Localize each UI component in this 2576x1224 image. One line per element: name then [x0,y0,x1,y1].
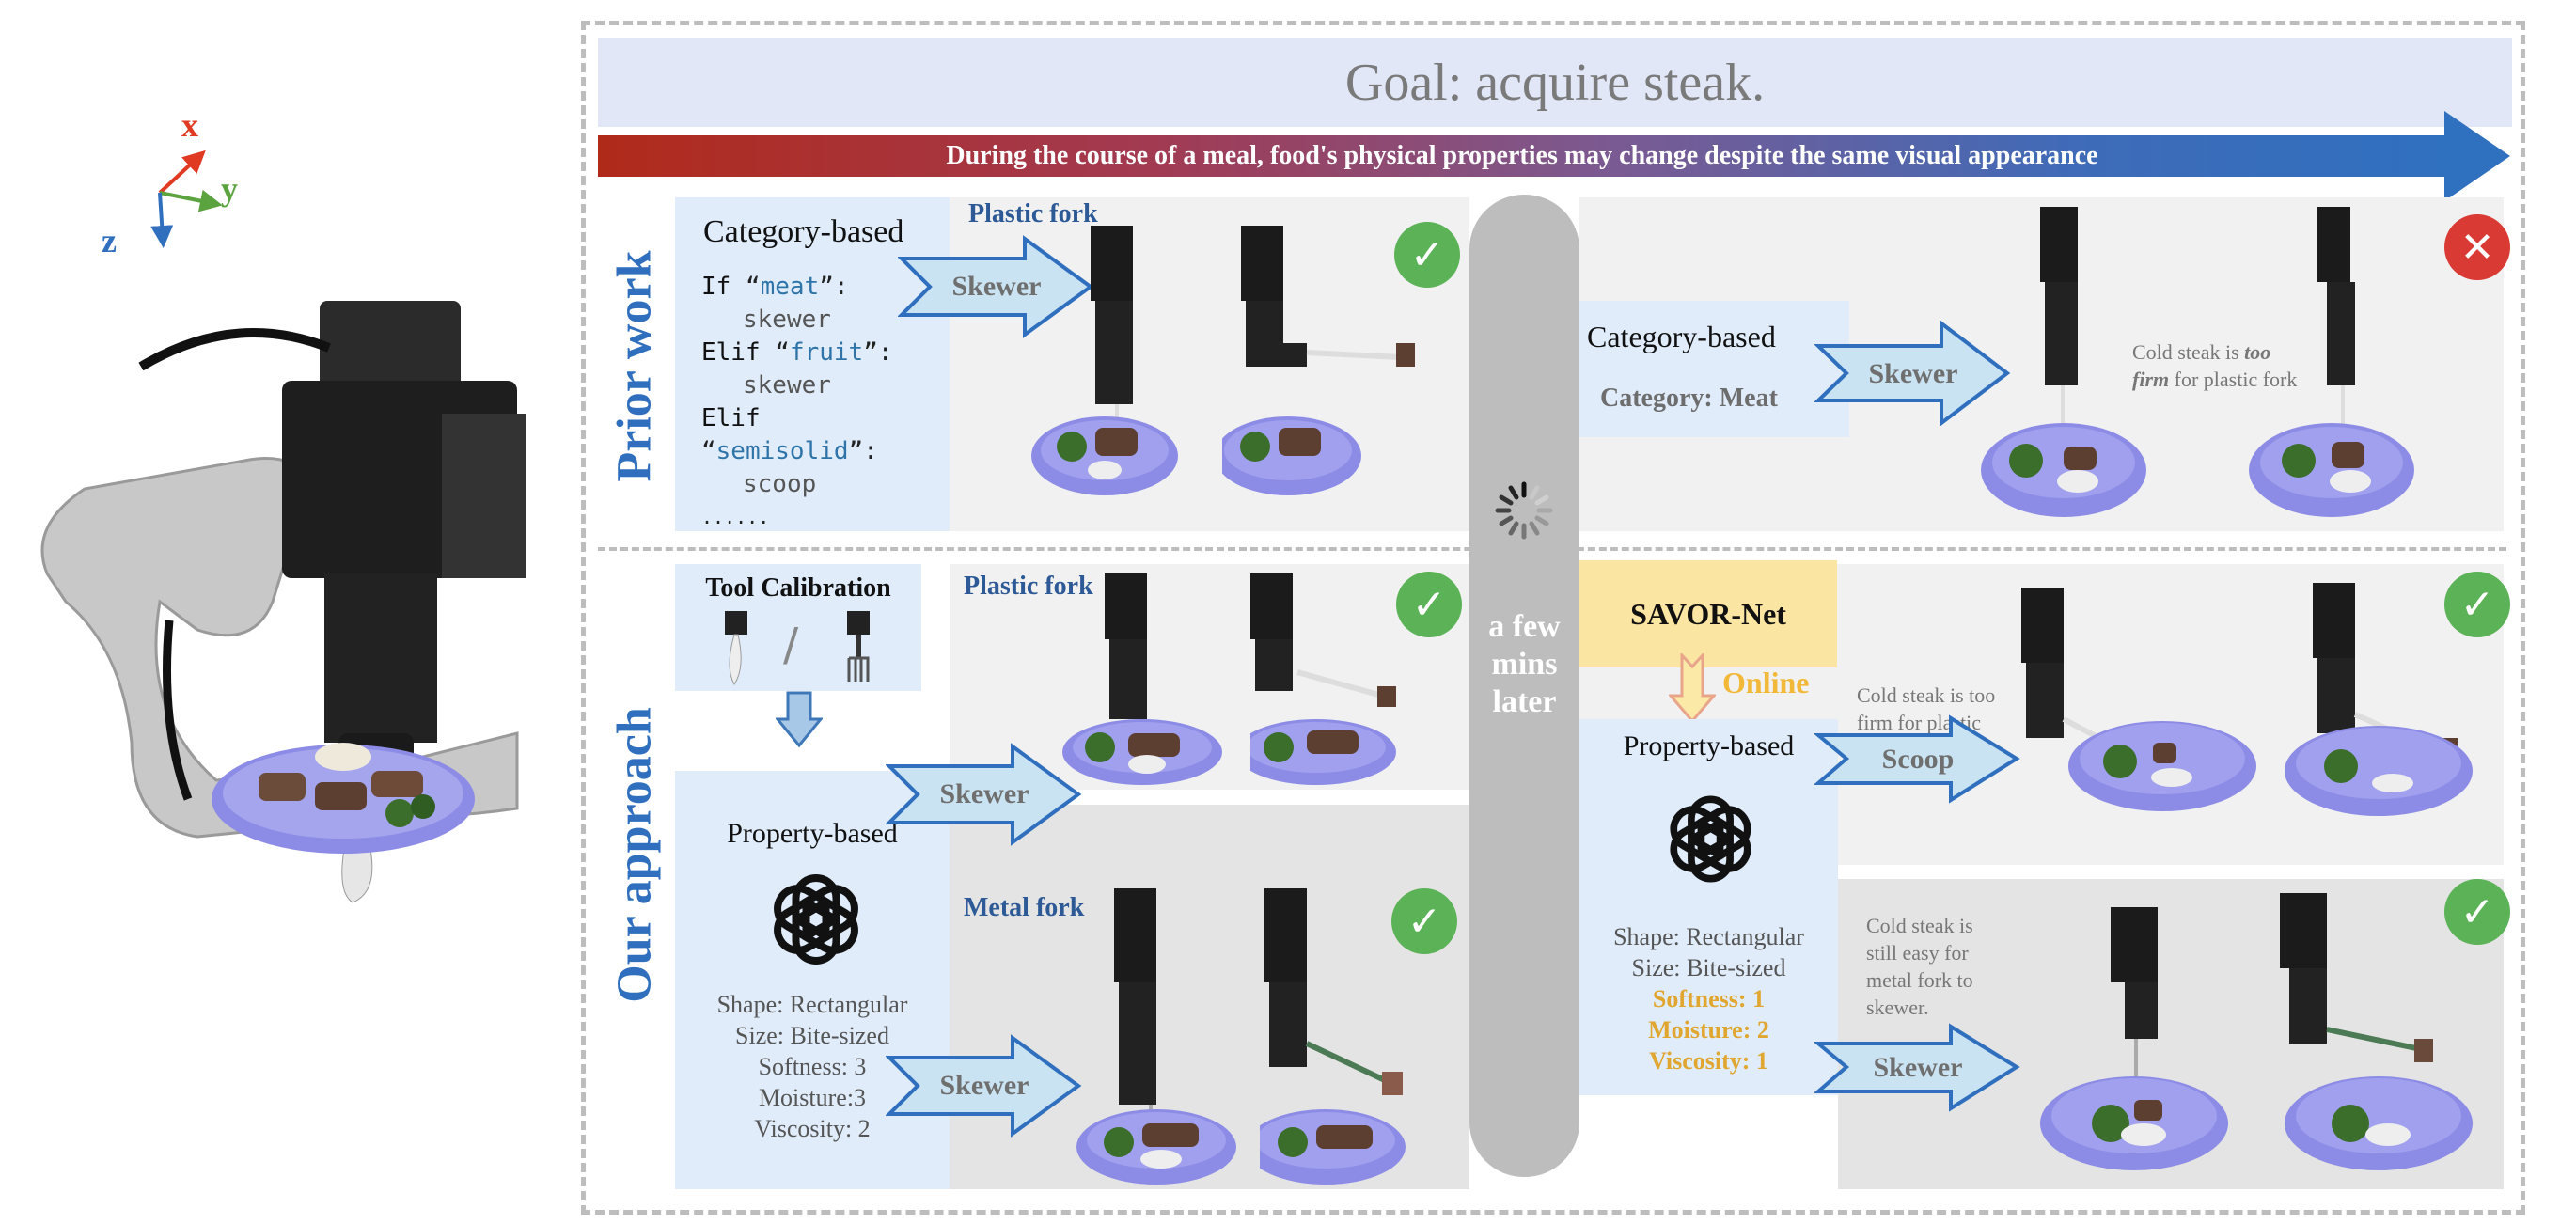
prior-fail-note: Cold steak is too firm for plastic fork [2132,340,2298,391]
robot-arm-image [40,301,526,903]
savor-net-label: SAVOR-Net [1630,596,1786,631]
online-down-arrow [1669,653,1716,724]
prop-softness-updated: Softness: 1 [1652,985,1766,1012]
prior-skewer-photo-2 [1222,226,1415,495]
plate-with-food-image [212,743,475,854]
ours-scoop-photo-1 [2021,588,2256,811]
ours-metal-arrow-label: Skewer [939,1070,1029,1101]
prior-arrow-label: Skewer [951,271,1042,302]
plastic-spoon-fork-icon [725,611,747,685]
rule-3: Elif “semisolid”:scoop [701,404,878,498]
ours-right-skewer-photo-2 [2280,893,2473,1170]
online-label: Online [1722,666,1810,699]
prior-fail-photo-1 [1981,207,2146,517]
axis-label-z: z [102,222,117,259]
code-ellipsis: ...... [701,506,770,528]
ours-scoop-photo-2 [2285,583,2473,816]
prior-right-arrow-label: Skewer [1868,357,1958,389]
axis-label-y: y [221,170,238,208]
ours-right-skewer-photo-1 [2040,907,2228,1170]
coordinate-axes [150,149,223,248]
ours-plastic-photo-1 [1062,573,1222,785]
x-axis-arrow [158,149,206,195]
prior-skewer-photo-1 [1031,226,1178,495]
prop-moisture: Moisture:3 [758,1084,867,1111]
timeline-arrowhead [2444,111,2510,201]
success-check-icon: ✓ [2444,572,2510,637]
calibration-separator: / [783,619,799,671]
category-value: Category: Meat [1600,384,1778,413]
prior-category-box: Category-based If “meat”:skewer Elif “fr… [675,197,950,531]
prop-size: Size: Bite-sized [735,1022,889,1049]
tool-calibration-title: Tool Calibration [705,573,891,603]
time-transition-pill: a few mins later [1469,195,1579,1177]
prop-viscosity: Viscosity: 2 [754,1115,871,1142]
prop-size: Size: Bite-sized [1631,954,1786,981]
axis-label-x: x [181,106,198,144]
openai-logo-icon [774,873,858,965]
prior-right-skewer-arrow: Skewer [1814,320,2012,428]
ours-right-properties: Shape: Rectangular Size: Bite-sized Soft… [1579,921,1838,1076]
z-axis-arrow [150,192,174,248]
loading-spinner-icon [1495,481,1553,540]
success-check-icon: ✓ [1396,572,1462,637]
tool-calibration-box: Tool Calibration / [675,564,921,691]
ours-metal-skewer-arrow: Skewer [886,1034,1083,1138]
prop-shape: Shape: Rectangular [716,991,908,1018]
ours-right-property-box: Property-based Shape: Rectangular Size: … [1579,719,1838,1095]
category-rules-code: If “meat”:skewer Elif “fruit”:skewer Eli… [701,271,950,534]
savor-net-box: SAVOR-Net [1579,560,1837,667]
ours-plastic-arrow-label: Skewer [939,778,1029,809]
prior-fail-photo-2 [2249,207,2414,517]
ours-scoop-arrow: Scoop [1814,714,2021,804]
ours-metal-photo-2 [1260,888,1406,1185]
skewer-reason-note: Cold steak is still easy for metal fork … [1866,914,1973,1019]
goal-banner: Goal: acquire steak. [598,38,2512,127]
openai-logo-icon [1670,795,1751,883]
prior-category-title: Category-based [703,214,904,249]
scoop-arrow-label: Scoop [1881,743,1955,775]
calibration-down-arrow [776,691,823,747]
prior-skewer-arrow: Skewer [898,235,1095,338]
failure-x-icon: ✕ [2444,214,2510,280]
ours-left-properties: Shape: Rectangular Size: Bite-sized Soft… [675,989,950,1144]
ours-plastic-fork-label: Plastic fork [964,572,1093,601]
section-label-prior: Prior work [607,250,662,482]
rule-2: Elif “fruit”:skewer [701,338,893,400]
ours-right-skewer-arrow: Skewer [1814,1023,2021,1112]
ours-metal-fork-label: Metal fork [964,893,1085,922]
prop-shape: Shape: Rectangular [1613,923,1804,950]
ours-plastic-skewer-arrow: Skewer [886,743,1083,846]
y-axis-arrow [159,189,223,212]
ours-property-box: Property-based Shape: Rectangular Size: … [675,771,950,1189]
transition-label: a few mins later [1488,609,1561,719]
prior-right-title: Category-based [1587,320,1776,353]
prior-right-category-box: Category-based Category: Meat [1579,301,1849,437]
ours-plastic-photo-2 [1250,573,1396,785]
ours-right-property-title: Property-based [1623,730,1795,761]
success-check-icon: ✓ [1391,888,1457,954]
success-check-icon: ✓ [2444,879,2510,945]
prior-fork-label: Plastic fork [968,199,1098,228]
ours-property-title: Property-based [727,818,898,849]
timeline-arrow: During the course of a meal, food's phys… [598,135,2446,177]
section-label-ours: Our approach [607,707,662,1003]
prop-moisture-updated: Moisture: 2 [1648,1016,1769,1044]
prop-softness: Softness: 3 [758,1053,867,1080]
figure-frame [581,21,2525,1215]
ours-metal-photo-1 [1076,888,1236,1185]
right-skewer-arrow-label: Skewer [1873,1051,1963,1083]
metal-fork-icon [847,611,870,682]
success-check-icon: ✓ [1394,222,1460,288]
prop-viscosity-updated: Viscosity: 1 [1649,1047,1768,1075]
rule-1: If “meat”:skewer [701,273,849,334]
